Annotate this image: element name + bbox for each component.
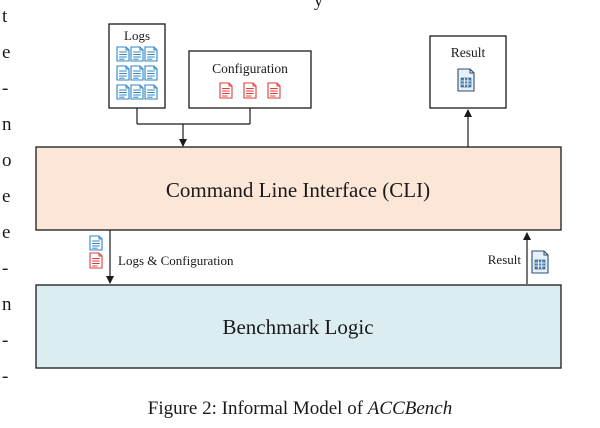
input-connector: [136, 108, 251, 147]
cut-text-fragment: y: [314, 0, 323, 10]
log-file-icon: [89, 235, 103, 251]
logs-box-label: Logs: [124, 28, 150, 43]
margin-letter: e: [2, 186, 11, 207]
benchmark-label: Benchmark Logic: [222, 315, 373, 339]
figure-caption: Figure 2: Informal Model of ACCBench: [0, 398, 600, 420]
caption-prefix: Figure 2: Informal Model of: [147, 398, 368, 419]
margin-letter: n: [2, 114, 12, 135]
result-box-label: Result: [451, 45, 486, 60]
benchmark-box: Benchmark Logic: [35, 284, 562, 369]
configuration-box-label: Configuration: [212, 61, 288, 76]
log-file-icon: [116, 46, 158, 100]
margin-letter: n: [2, 294, 12, 315]
cli-box: Command Line Interface (CLI): [35, 146, 562, 231]
margin-letter: -: [2, 366, 9, 387]
margin-letter: e: [2, 222, 11, 243]
up-arrow-label: Result: [488, 252, 522, 267]
down-flow: Logs & Configuration: [89, 230, 234, 284]
margin-letter: -: [2, 330, 9, 351]
caption-name: ACCBench: [367, 398, 453, 419]
margin-letter: t: [2, 6, 8, 27]
cli-label: Command Line Interface (CLI): [166, 178, 430, 202]
margin-letter: e: [2, 42, 11, 63]
configuration-box: Configuration: [188, 50, 312, 109]
result-file-icon: [457, 68, 475, 92]
config-file-icon: [219, 82, 281, 99]
result-box: Result: [429, 35, 507, 109]
down-arrow-label: Logs & Configuration: [118, 253, 234, 268]
result-file-icon: [531, 250, 549, 274]
up-flow: Result: [488, 232, 549, 284]
margin-letter: -: [2, 258, 9, 279]
config-file-icon: [89, 252, 103, 269]
margin-letter: -: [2, 78, 9, 99]
logs-box: Logs: [108, 23, 166, 109]
margin-letter: o: [2, 150, 12, 171]
